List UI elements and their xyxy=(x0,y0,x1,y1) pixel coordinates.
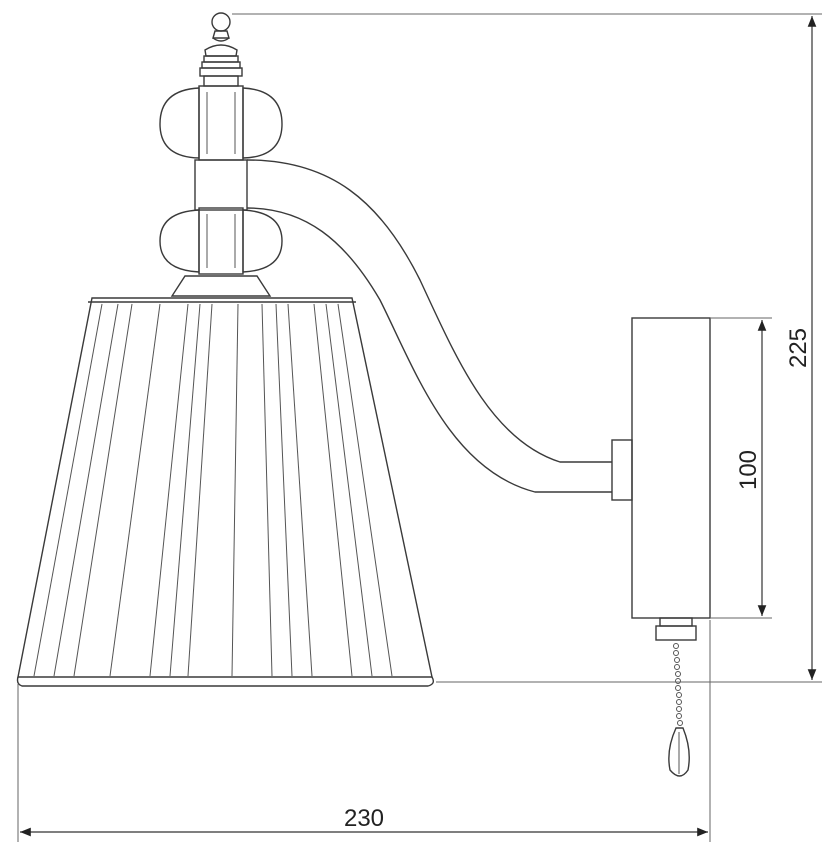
curved-arm xyxy=(246,159,612,493)
width-label: 230 xyxy=(344,805,384,832)
lower-crystal-ornament xyxy=(159,207,283,275)
wall-plate xyxy=(611,317,711,619)
height-label: 225 xyxy=(785,328,812,368)
width-dimension: 230 xyxy=(17,620,711,842)
upper-crystal-ornament xyxy=(159,85,283,161)
height-dimension: 225 xyxy=(232,13,822,683)
stem-connector xyxy=(194,159,248,211)
lampshade xyxy=(16,297,435,687)
finial xyxy=(199,12,243,87)
pull-chain-switch xyxy=(655,617,697,777)
plate-dimension: 100 xyxy=(710,317,772,619)
plate-label: 100 xyxy=(735,450,762,490)
shade-cap xyxy=(170,275,272,297)
